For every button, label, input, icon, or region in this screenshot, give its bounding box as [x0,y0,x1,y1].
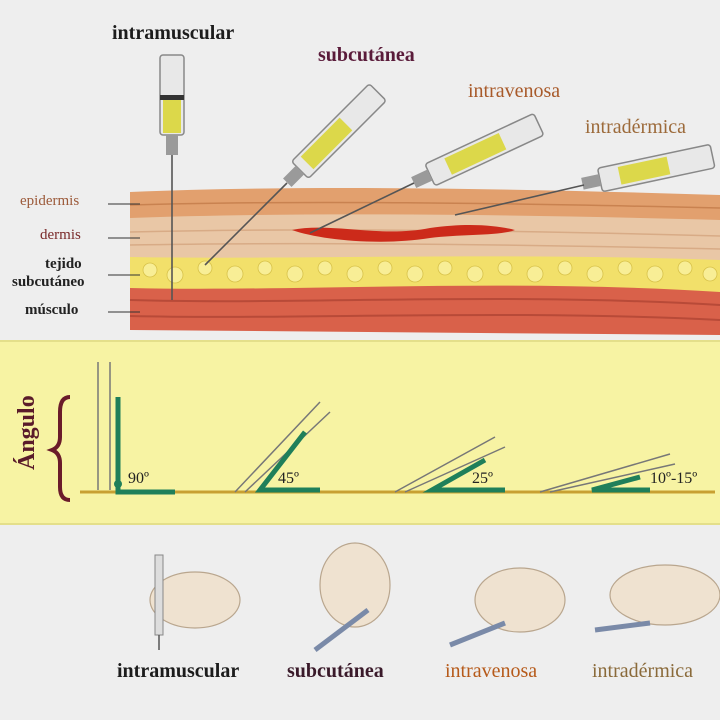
brace-icon [46,395,71,502]
hand-intradermal-icon [594,564,720,633]
hand-intramuscular-icon [149,554,241,650]
syringe-intradermal [454,144,716,216]
label-intramuscular: intramuscular [112,22,235,44]
hand-intravenous-icon [449,567,566,648]
hand-subcutaneous-icon [313,542,391,652]
label-subcutanea: subcutánea [318,44,415,66]
hands-graphic [149,542,720,652]
syringe-intravenous [309,113,544,234]
layer-label-epidermis: epidermis [20,193,80,209]
angle-10-15-graphic [539,453,676,493]
angle-90-graphic [97,362,175,495]
bottom-label-intramuscular: intramuscular [117,660,240,682]
layer-label-tejido-2: subcutáneo [12,274,85,290]
layer-label-dermis: dermis [40,227,81,243]
angle-value-90: 90º [128,470,149,487]
muscle-layer [130,283,720,335]
angle-panel: 90º 45º 25º 10º-15º [0,340,720,525]
bottom-label-subcutanea: subcutánea [287,660,384,682]
layer-label-tejido-1: tejido [45,256,82,272]
layer-label-musculo: músculo [25,302,79,318]
angle-graphic [46,362,715,502]
skin-diagram-panel: intramuscular subcutánea intravenosa int… [0,0,720,340]
syringe-subcutaneous [204,84,386,266]
angle-section-title: Ángulo [14,395,40,470]
subcutaneous-layer [130,254,720,292]
angle-value-10-15: 10º-15º [650,470,698,487]
vein [292,224,515,242]
syringe-intramuscular [159,54,185,300]
label-intradermica: intradérmica [585,116,687,138]
angle-value-25: 25º [472,470,493,487]
angle-value-45: 45º [278,470,299,487]
angle-25-graphic [394,436,506,493]
skin-layers-graphic [108,54,720,335]
bottom-label-intravenosa: intravenosa [445,660,538,682]
label-intravenosa: intravenosa [468,80,561,102]
angle-45-graphic [234,401,331,493]
hands-panel: intramuscular subcutánea intravenosa int… [0,525,720,720]
epidermis-layer [130,188,720,220]
bottom-label-intradermica: intradérmica [592,660,694,682]
